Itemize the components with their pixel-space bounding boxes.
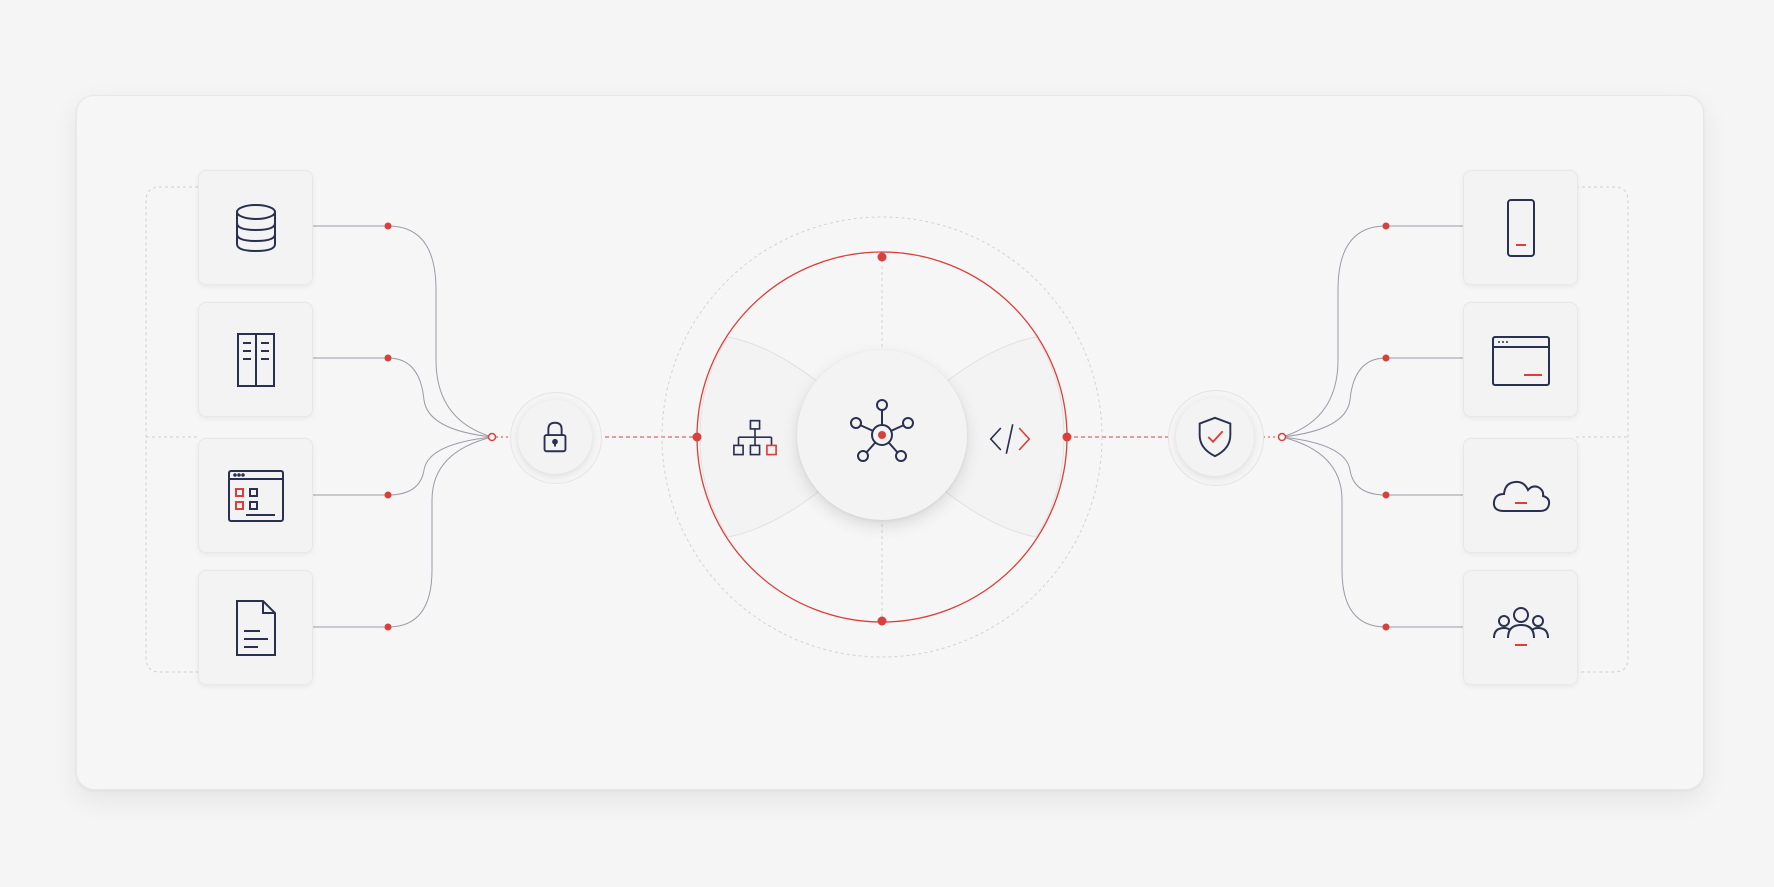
- shield-gateway[interactable]: [1176, 398, 1254, 476]
- source-database[interactable]: [198, 170, 313, 285]
- target-users[interactable]: [1463, 570, 1578, 685]
- ring-nodes: [692, 252, 1072, 626]
- right-connector-dots: [1382, 222, 1390, 631]
- mobile-icon: [1506, 198, 1535, 257]
- shield-check-icon: [1198, 416, 1232, 458]
- target-cloud[interactable]: [1463, 438, 1578, 553]
- right-bracket: [1576, 186, 1629, 673]
- users-icon: [1492, 606, 1549, 646]
- lock-icon: [543, 421, 567, 453]
- core-hub[interactable]: [797, 350, 967, 520]
- target-browser[interactable]: [1463, 302, 1578, 417]
- app-window-grid-icon: [227, 469, 284, 522]
- network-hub-icon: [850, 399, 914, 462]
- left-bracket: [145, 186, 198, 673]
- hierarchy-icon: [733, 419, 777, 456]
- cloud-icon: [1492, 480, 1550, 512]
- target-mobile[interactable]: [1463, 170, 1578, 285]
- outer-orbit: [661, 216, 1103, 658]
- left-connectors: [311, 225, 493, 628]
- code-petal[interactable]: [984, 415, 1036, 463]
- server-rack-icon: [236, 332, 275, 387]
- code-icon: [989, 424, 1031, 454]
- source-app[interactable]: [198, 438, 313, 553]
- lock-gateway[interactable]: [518, 400, 592, 474]
- database-icon: [235, 203, 276, 252]
- right-connectors: [1281, 225, 1463, 628]
- source-server[interactable]: [198, 302, 313, 417]
- document-icon: [235, 599, 276, 656]
- hierarchy-petal[interactable]: [729, 415, 781, 463]
- right-junction: [1277, 432, 1287, 442]
- browser-window-icon: [1491, 335, 1550, 386]
- left-connector-dots: [384, 222, 392, 631]
- left-junction: [487, 432, 497, 442]
- source-document[interactable]: [198, 570, 313, 685]
